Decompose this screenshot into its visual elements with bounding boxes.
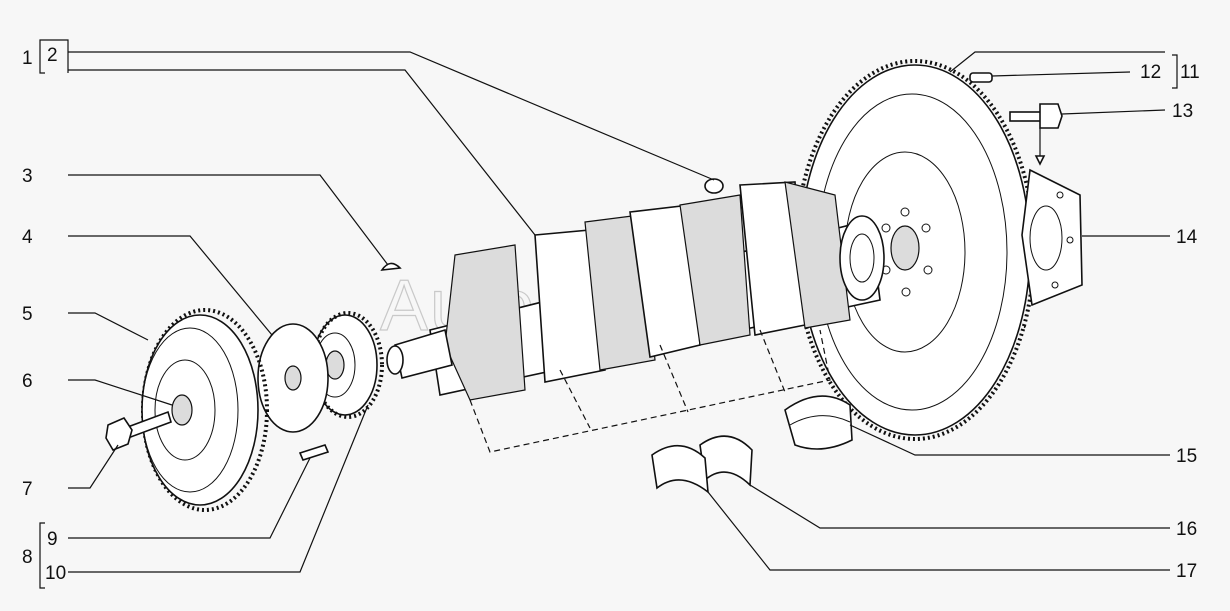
leader-15 (849, 424, 1170, 456)
callout-4: 4 (22, 227, 33, 248)
woodruff-key (380, 262, 402, 271)
leader-3 (68, 174, 389, 266)
callout-16: 16 (1176, 519, 1197, 540)
leader-12 (991, 71, 1131, 77)
callout-1: 1 (22, 48, 33, 69)
leader-9 (68, 457, 311, 539)
callout-8: 8 (22, 547, 33, 568)
flywheel-bolt (1009, 103, 1063, 166)
bracket-8 (39, 522, 45, 589)
thrust-half-ring-lower (651, 444, 709, 494)
dowel-pin (298, 444, 330, 461)
leader-1 (68, 69, 536, 236)
leader-7 (68, 444, 119, 489)
pulley-bolt (105, 410, 172, 451)
leader-10 (68, 404, 369, 573)
bracket-11-12 (1172, 54, 1178, 89)
flywheel-plate (1021, 168, 1083, 307)
callout-10: 10 (45, 563, 66, 584)
callout-13: 13 (1172, 101, 1193, 122)
callout-7: 7 (22, 479, 33, 500)
leader-6 (68, 379, 173, 406)
bracket-1-2 (39, 39, 69, 74)
callout-12: 12 (1140, 62, 1161, 83)
callout-14: 14 (1176, 227, 1198, 248)
leader-13 (1061, 109, 1166, 115)
crankshaft (386, 178, 885, 453)
leader-2 (68, 51, 715, 181)
leader-5 (68, 312, 149, 341)
callout-15: 15 (1176, 446, 1197, 467)
callout-2: 2 (47, 45, 58, 66)
washer-disc (257, 323, 329, 433)
leader-16 (749, 484, 1170, 529)
leader-4 (68, 235, 273, 336)
leader-17 (707, 491, 1170, 571)
callout-5: 5 (22, 304, 33, 325)
leader-11 (949, 51, 1165, 73)
pin-bolt (969, 72, 993, 83)
thrust-half-ring-upper (699, 435, 753, 487)
callout-3: 3 (22, 166, 33, 187)
callout-6: 6 (22, 371, 33, 392)
main-bearing-shell (784, 395, 853, 450)
callout-9: 9 (47, 529, 58, 550)
callout-17: 17 (1176, 561, 1197, 582)
callout-11: 11 (1180, 62, 1200, 83)
crankshaft-pulley (141, 308, 269, 512)
